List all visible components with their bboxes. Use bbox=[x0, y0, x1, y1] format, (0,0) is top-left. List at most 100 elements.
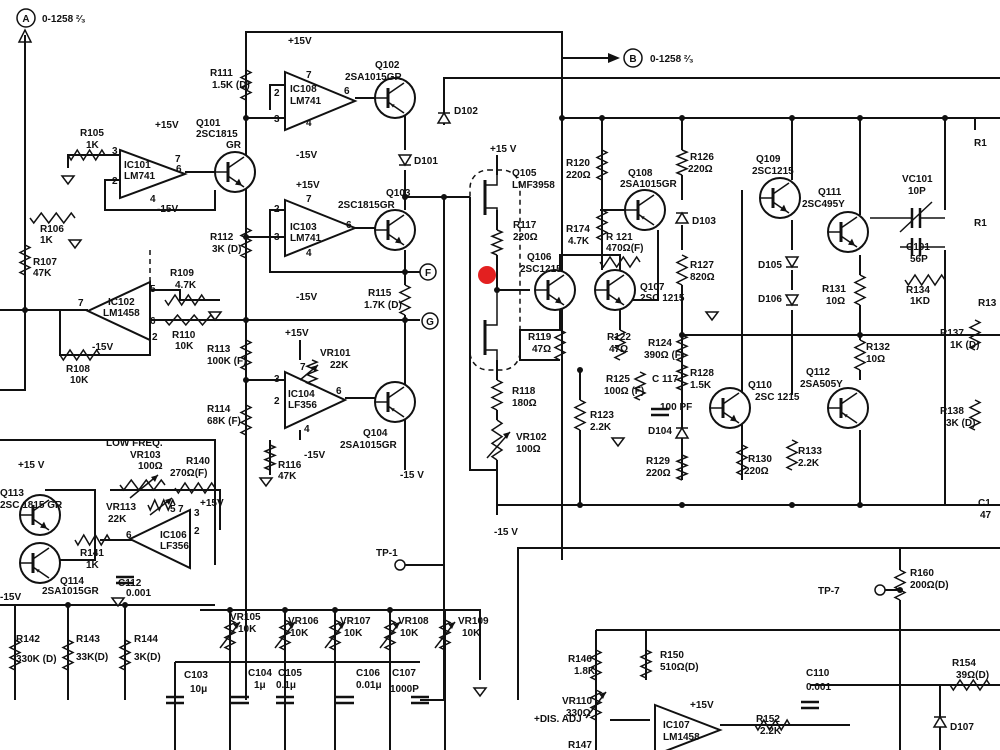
r124-ref: R124 bbox=[648, 338, 672, 349]
pin-number-29: 7 bbox=[178, 504, 184, 515]
pin-number-3: 7 bbox=[306, 70, 312, 81]
ic108-ref: IC108 bbox=[290, 84, 317, 95]
r137-val: 1K (D) bbox=[950, 340, 979, 351]
q112-part: 2SA505Y bbox=[800, 379, 843, 390]
r106-ref: R106 bbox=[40, 224, 64, 235]
rail-pos-7: +15V bbox=[200, 498, 224, 509]
r130-ref: R130 bbox=[748, 454, 772, 465]
q104-ref: Q104 bbox=[363, 428, 388, 439]
q103-symbol bbox=[374, 209, 416, 251]
rail-pos-6: +15 V bbox=[18, 460, 45, 471]
c104-val: 1μ bbox=[254, 680, 266, 691]
r112-val: 3K (D) bbox=[212, 244, 241, 255]
vr107-ref: VR107 bbox=[340, 616, 371, 627]
r128-symbol bbox=[675, 364, 689, 391]
r143-ref: R143 bbox=[76, 634, 100, 645]
c117-symbol bbox=[651, 407, 669, 417]
r140-symbol bbox=[174, 481, 216, 495]
ground-4 bbox=[472, 687, 488, 698]
r127-symbol bbox=[675, 254, 689, 286]
ic101-symbol bbox=[119, 148, 188, 200]
c112-ref: C112 bbox=[118, 578, 142, 589]
r142-ref: R142 bbox=[16, 634, 40, 645]
r116-val: 47K bbox=[278, 471, 297, 482]
r141-symbol bbox=[74, 533, 111, 547]
q102-symbol bbox=[374, 77, 416, 119]
r108-symbol bbox=[59, 348, 101, 362]
q114-ref: Q114 bbox=[60, 576, 84, 587]
r120-symbol bbox=[595, 149, 609, 181]
d101-symbol bbox=[397, 154, 413, 167]
c107-ref: C107 bbox=[392, 668, 416, 679]
ic102-ref: IC102 bbox=[108, 297, 135, 308]
vr107-arrow bbox=[324, 621, 346, 649]
d103-symbol bbox=[674, 211, 690, 224]
ic102-symbol bbox=[85, 280, 151, 342]
r174-symbol bbox=[595, 209, 609, 241]
ic101-ref: IC101 bbox=[124, 160, 151, 171]
pin-number-19: 2 bbox=[152, 332, 158, 343]
r133-symbol bbox=[785, 439, 799, 471]
r115-symbol bbox=[398, 284, 412, 316]
ground-1 bbox=[60, 175, 76, 186]
c104-ref: C104 bbox=[248, 668, 272, 679]
r117-val: 220Ω bbox=[513, 232, 538, 243]
r122-val: 47Ω bbox=[609, 344, 628, 355]
r131-ref: R131 bbox=[822, 284, 846, 295]
r129-ref: R129 bbox=[646, 456, 670, 467]
ic106-symbol bbox=[127, 508, 191, 570]
r109-val: 4.7K bbox=[175, 280, 197, 291]
tp1-point bbox=[394, 559, 406, 571]
pin-number-24: 4 bbox=[304, 424, 310, 435]
c103-ref: C103 bbox=[184, 670, 208, 681]
r105-ref: R105 bbox=[80, 128, 104, 139]
vr101-arrow bbox=[299, 364, 319, 381]
ic106-ref: IC106 bbox=[160, 530, 187, 541]
q114-symbol bbox=[19, 542, 61, 584]
c101-symbol bbox=[900, 238, 945, 256]
pin-number-5: 6 bbox=[344, 86, 350, 97]
vr105-val: 10K bbox=[238, 624, 257, 635]
vr109-arrow bbox=[434, 621, 456, 649]
c1-partial-label: C1 bbox=[978, 498, 991, 509]
r125-ref: R125 bbox=[606, 374, 630, 385]
q101-symbol bbox=[214, 151, 256, 193]
r132-ref: R132 bbox=[866, 342, 890, 353]
r143-val: 33K(D) bbox=[76, 652, 108, 663]
r131-symbol bbox=[853, 274, 867, 306]
q107-part: 2SC 1215 bbox=[640, 293, 685, 304]
pin-number-11: 3 bbox=[274, 232, 280, 243]
q114-part: 2SA1015GR bbox=[42, 586, 99, 597]
pin-number-23: 6 bbox=[336, 386, 342, 397]
tp7-point bbox=[874, 584, 886, 596]
r124-val: 390Ω (F) bbox=[644, 350, 684, 361]
ic103-ref: IC103 bbox=[290, 222, 317, 233]
r107-symbol bbox=[18, 244, 32, 276]
r107-val: 47K bbox=[33, 268, 52, 279]
tag-g: G bbox=[421, 312, 439, 330]
vc101-ref: VC101 bbox=[902, 174, 933, 185]
vr102-symbol bbox=[490, 419, 504, 461]
rail-pos-4: +15V bbox=[285, 328, 309, 339]
r114-val: 68K (F) bbox=[207, 416, 241, 427]
r160-val: 200Ω(D) bbox=[910, 580, 949, 591]
rail-neg-1: -15V bbox=[296, 150, 317, 161]
r128-ref: R128 bbox=[690, 368, 714, 379]
r119-val: 47Ω bbox=[532, 344, 551, 355]
pin-number-25: 6 bbox=[126, 530, 132, 541]
r141-ref: R141 bbox=[80, 548, 104, 559]
r128-val: 1.5K bbox=[690, 380, 712, 391]
r110-val: 10K bbox=[175, 341, 194, 352]
r122-symbol bbox=[613, 329, 627, 361]
offsheet-a-label: 0-1258 ²⁄₃ bbox=[42, 14, 86, 25]
pin-number-14: 6 bbox=[346, 220, 352, 231]
d105-symbol bbox=[784, 256, 800, 269]
rail-neg-8: -15V bbox=[0, 592, 21, 603]
pin-number-26: 2 bbox=[194, 526, 200, 537]
ground-6 bbox=[258, 477, 274, 488]
r140-val: 270Ω(F) bbox=[170, 468, 207, 479]
r154-ref: R154 bbox=[952, 658, 976, 669]
vr103-ref: VR103 bbox=[130, 450, 161, 461]
r123-symbol bbox=[573, 399, 587, 431]
